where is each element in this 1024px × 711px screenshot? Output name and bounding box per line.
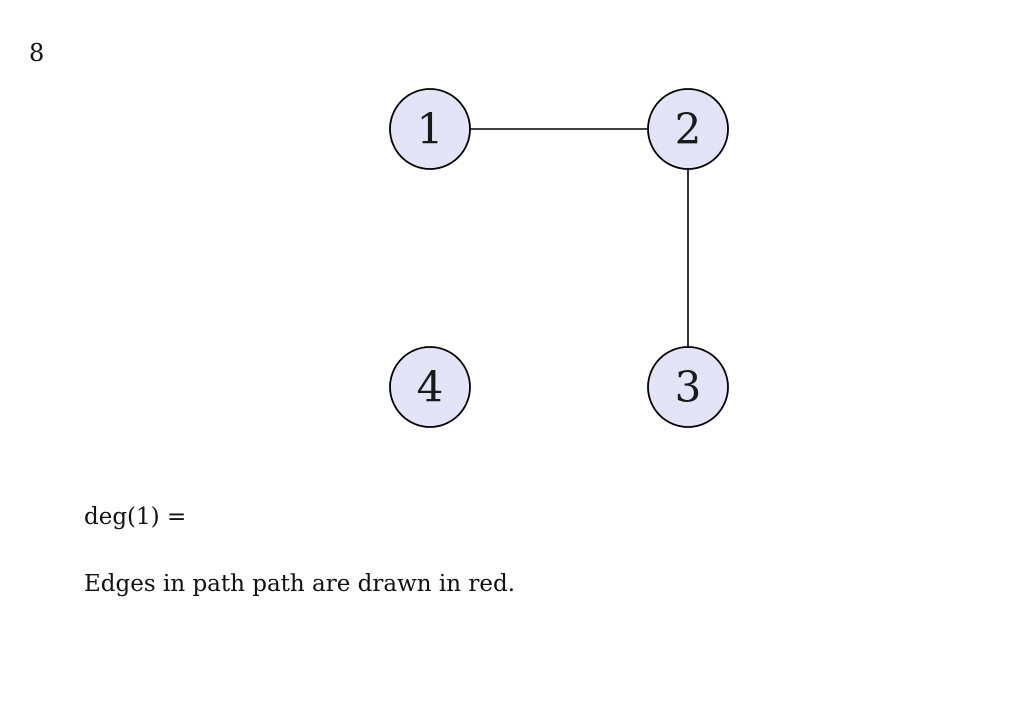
graph-node-label-4: 4 — [417, 363, 444, 412]
graph-node-1 — [389, 88, 471, 170]
page-number: 8 — [29, 39, 45, 67]
path-note: Edges in path path are drawn in red. — [84, 571, 516, 597]
graph-node-label-2: 2 — [675, 105, 702, 154]
graph-nodes-layer: 1 2 3 4 — [389, 88, 729, 428]
degree-label: deg(1) = — [84, 504, 187, 530]
graph-node-label-3: 3 — [675, 363, 702, 412]
graph-node-2 — [647, 88, 729, 170]
graph-node-label-1: 1 — [417, 105, 444, 154]
graph-edges-layer — [430, 128, 689, 387]
graph-node-3 — [647, 346, 729, 428]
graph-node-4 — [389, 346, 471, 428]
